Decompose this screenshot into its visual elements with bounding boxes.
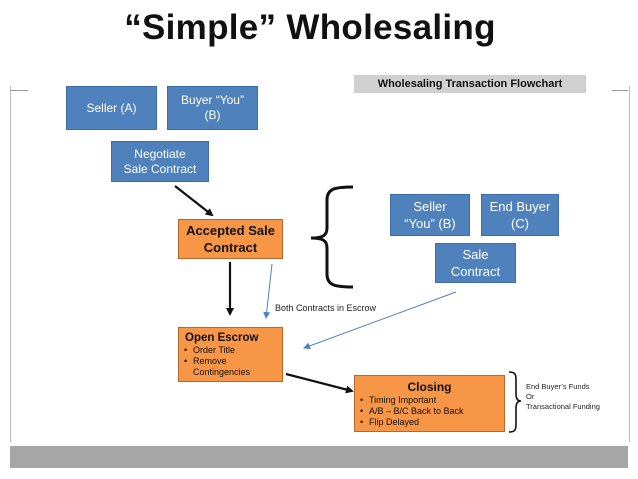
box-negotiate-line-2: Sale Contract (123, 161, 197, 176)
funds-note-line-2: Or (526, 392, 535, 401)
closing-brace (508, 371, 522, 433)
funds-note: End Buyer’s Funds Or Transactional Fundi… (526, 382, 600, 412)
open-escrow-list: •Order Title •Remove Contingencies (179, 345, 282, 378)
box-accepted-sale-contract: Accepted Sale Contract (178, 219, 283, 259)
box-buyer-b-line-2: (B) (204, 108, 221, 122)
box-seller-you-line-2: “You” (B) (404, 216, 456, 231)
box-buyer-b: Buyer “You” (B) (167, 86, 258, 130)
box-buyer-b-line-1: Buyer “You” (181, 93, 244, 107)
box-negotiate-line-1: Negotiate (134, 146, 186, 161)
slide-title: “Simple” Wholesaling (124, 8, 496, 47)
open-escrow-item: •Order Title (184, 345, 236, 355)
box-seller-you-b: Seller “You” (B) (390, 194, 470, 236)
open-escrow-item: •Remove (184, 356, 227, 366)
box-accepted-line-1: Accepted Sale (186, 223, 275, 238)
closing-item: •A/B – B/C Back to Back (360, 406, 464, 416)
box-negotiate-contract: Negotiate Sale Contract (111, 141, 209, 182)
closing-list: •Timing Important •A/B – B/C Back to Bac… (355, 395, 504, 428)
arrow-escrow-to-closing (285, 372, 354, 394)
box-seller-a-line-1: Seller (A) (86, 100, 137, 115)
box-seller-a: Seller (A) (66, 86, 157, 130)
funds-note-line-1: End Buyer’s Funds (526, 382, 590, 391)
box-end-buyer-line-1: End Buyer (489, 199, 551, 214)
box-accepted-line-2: Contract (203, 240, 258, 255)
arrow-accepted-to-escrow-blue (263, 263, 273, 319)
escrow-note: Both Contracts in Escrow (275, 303, 377, 313)
box-end-buyer-line-2: (C) (510, 216, 530, 231)
box-end-buyer-c: End Buyer (C) (481, 194, 559, 236)
box-closing: Closing •Timing Important •A/B – B/C Bac… (354, 375, 505, 432)
arrow-negotiate-to-accepted (174, 185, 214, 217)
box-sale-contract-line-1: Sale (462, 247, 489, 262)
box-sale-contract-line-2: Contract (450, 264, 501, 279)
funds-note-line-3: Transactional Funding (526, 402, 600, 411)
closing-item: •Flip Delayed (360, 417, 420, 427)
slide-footer-bar (10, 446, 628, 468)
curly-brace (310, 185, 354, 289)
closing-item: •Timing Important (360, 395, 437, 405)
box-sale-contract: Sale Contract (435, 243, 516, 283)
frame-top-line-right (612, 90, 628, 91)
frame-top-line-left (10, 90, 28, 91)
flowchart-label: Wholesaling Transaction Flowchart (354, 75, 586, 93)
box-seller-you-line-1: Seller (413, 199, 447, 214)
box-open-escrow: Open Escrow •Order Title •Remove Conting… (178, 327, 283, 382)
arrow-sale-contract-to-escrow (303, 291, 457, 350)
open-escrow-title: Open Escrow (185, 332, 259, 344)
open-escrow-item: Contingencies (193, 367, 251, 377)
slide-frame (10, 86, 630, 442)
closing-title: Closing (407, 380, 452, 394)
